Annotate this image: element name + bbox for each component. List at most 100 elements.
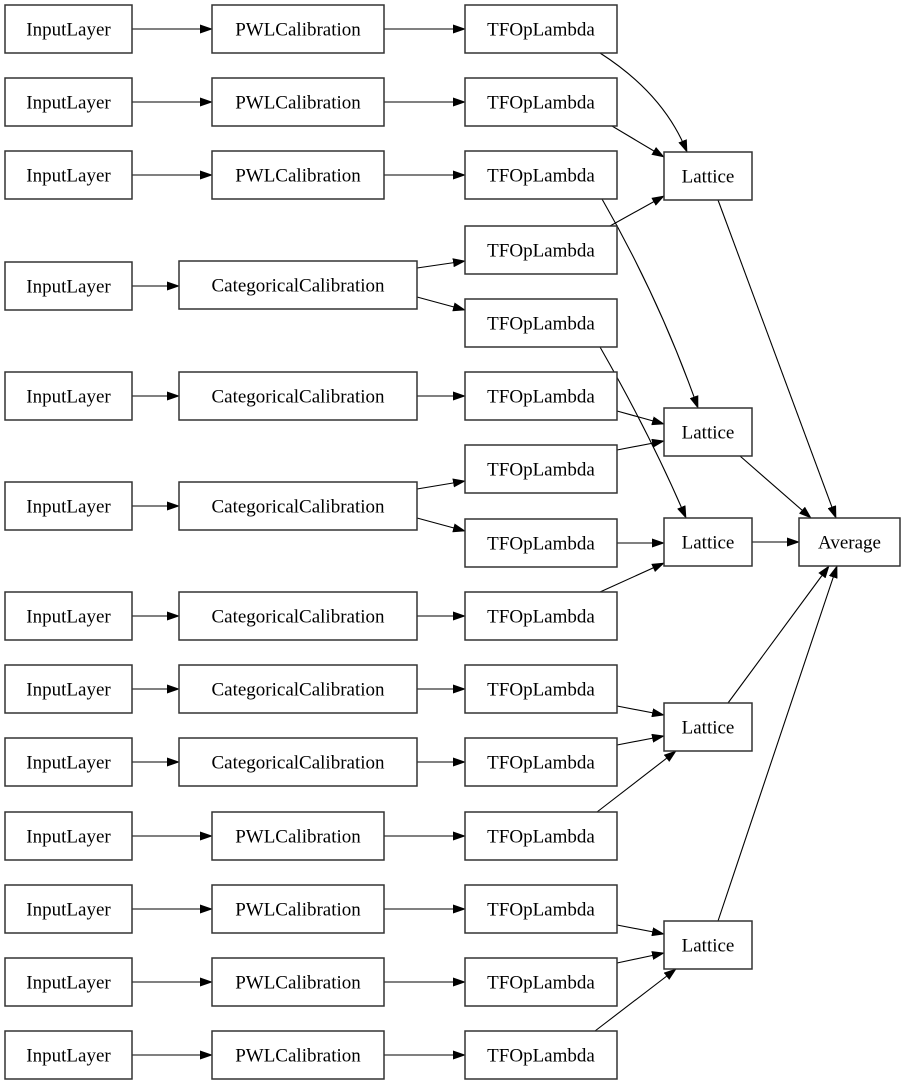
edge-tfop-15--lattice-5 — [594, 968, 677, 1032]
categorical-calibration-box — [178, 260, 418, 310]
inputlayer-label: InputLayer — [26, 166, 111, 187]
inputlayer-label: InputLayer — [26, 20, 111, 41]
edge-lattice-1--average — [717, 199, 837, 519]
inputlayer-box — [4, 957, 133, 1007]
categorical-calibration-box — [178, 371, 418, 421]
inputlayer-box — [4, 591, 133, 641]
tf-op-lambda-label: TFOpLambda — [487, 827, 595, 848]
node-calib-12: PWLCalibration — [211, 957, 385, 1007]
node-input-1: InputLayer — [4, 4, 133, 54]
categorical-calibration-box — [178, 481, 418, 531]
inputlayer-label: InputLayer — [26, 277, 111, 298]
tf-op-lambda-label: TFOpLambda — [487, 241, 595, 262]
edge-tfop-9--lattice-3 — [599, 562, 665, 593]
inputlayer-label: InputLayer — [26, 387, 111, 408]
edge-tfop-13--lattice-5 — [616, 924, 665, 937]
edge-tfop-3--lattice-2 — [601, 198, 699, 409]
node-lattice-2: Lattice — [663, 407, 753, 457]
pwl-calibration-box — [211, 77, 385, 127]
pwl-calibration-label: PWLCalibration — [235, 973, 361, 994]
categorical-calibration-label: CategoricalCalibration — [211, 276, 385, 297]
edge-calib-4--tfop-4 — [416, 258, 466, 269]
node-tfop-14: TFOpLambda — [464, 957, 618, 1007]
inputlayer-label: InputLayer — [26, 753, 111, 774]
inputlayer-label: InputLayer — [26, 680, 111, 701]
lattice-label: Lattice — [682, 936, 735, 957]
node-tfop-10: TFOpLambda — [464, 664, 618, 714]
inputlayer-box — [4, 261, 133, 311]
pwl-calibration-label: PWLCalibration — [235, 1046, 361, 1067]
edge-lattice-2--average — [739, 455, 812, 519]
tf-op-lambda-label: TFOpLambda — [487, 680, 595, 701]
tf-op-lambda-label: TFOpLambda — [487, 900, 595, 921]
node-tfop-4: TFOpLambda — [464, 225, 618, 275]
tf-op-lambda-label: TFOpLambda — [487, 387, 595, 408]
node-lattice-4: Lattice — [663, 702, 753, 752]
tf-op-lambda-label: TFOpLambda — [487, 753, 595, 774]
edge-tfop-14--lattice-5 — [616, 951, 665, 964]
node-tfop-7: TFOpLambda — [464, 444, 618, 494]
node-tfop-15: TFOpLambda — [464, 1030, 618, 1080]
pwl-calibration-box — [211, 4, 385, 54]
node-input-10: InputLayer — [4, 811, 133, 861]
edge-tfop-2--lattice-1 — [611, 125, 665, 158]
lattice-box — [663, 407, 753, 457]
node-input-13: InputLayer — [4, 1030, 133, 1080]
pwl-calibration-box — [211, 957, 385, 1007]
node-input-3: InputLayer — [4, 150, 133, 200]
pwl-calibration-label: PWLCalibration — [235, 93, 361, 114]
tf-op-lambda-label: TFOpLambda — [487, 93, 595, 114]
node-calib-13: PWLCalibration — [211, 1030, 385, 1080]
categorical-calibration-box — [178, 664, 418, 714]
tf-op-lambda-label: TFOpLambda — [487, 166, 595, 187]
inputlayer-box — [4, 737, 133, 787]
pwl-calibration-label: PWLCalibration — [235, 900, 361, 921]
edge-tfop-11--lattice-4 — [616, 733, 665, 746]
node-tfop-11: TFOpLambda — [464, 737, 618, 787]
pwl-calibration-label: PWLCalibration — [235, 20, 361, 41]
lattice-box — [663, 920, 753, 970]
tf-op-lambda-label: TFOpLambda — [487, 460, 595, 481]
average-label: Average — [818, 533, 881, 554]
edge-lattice-4--average — [727, 565, 830, 704]
node-input-6: InputLayer — [4, 481, 133, 531]
inputlayer-box — [4, 77, 133, 127]
inputlayer-label: InputLayer — [26, 827, 111, 848]
node-calib-5: CategoricalCalibration — [178, 371, 418, 421]
categorical-calibration-label: CategoricalCalibration — [211, 497, 385, 518]
lattice-label: Lattice — [682, 533, 735, 554]
node-lattice-1: Lattice — [663, 151, 753, 201]
edges-layer — [132, 24, 838, 1060]
categorical-calibration-box — [178, 591, 418, 641]
node-tfop-1: TFOpLambda — [464, 4, 618, 54]
node-calib-4: CategoricalCalibration — [178, 260, 418, 310]
lattice-box — [663, 517, 753, 567]
pwl-calibration-box — [211, 1030, 385, 1080]
pwl-calibration-label: PWLCalibration — [235, 166, 361, 187]
lattice-box — [663, 702, 753, 752]
inputlayer-box — [4, 150, 133, 200]
tf-op-lambda-box — [464, 518, 618, 568]
node-input-12: InputLayer — [4, 957, 133, 1007]
inputlayer-box — [4, 811, 133, 861]
node-tfop-5: TFOpLambda — [464, 298, 618, 348]
edge-calib-6--tfop-8 — [416, 517, 466, 533]
pwl-calibration-box — [211, 811, 385, 861]
node-calib-2: PWLCalibration — [211, 77, 385, 127]
node-calib-8: CategoricalCalibration — [178, 664, 418, 714]
inputlayer-label: InputLayer — [26, 973, 111, 994]
tf-op-lambda-box — [464, 371, 618, 421]
edge-calib-6--tfop-7 — [416, 478, 466, 490]
node-tfop-2: TFOpLambda — [464, 77, 618, 127]
edge-tfop-1--lattice-1 — [599, 52, 688, 153]
tf-op-lambda-box — [464, 664, 618, 714]
tf-op-lambda-box — [464, 4, 618, 54]
node-input-8: InputLayer — [4, 664, 133, 714]
node-input-2: InputLayer — [4, 77, 133, 127]
inputlayer-box — [4, 664, 133, 714]
node-input-5: InputLayer — [4, 371, 133, 421]
node-input-7: InputLayer — [4, 591, 133, 641]
tf-op-lambda-box — [464, 957, 618, 1007]
